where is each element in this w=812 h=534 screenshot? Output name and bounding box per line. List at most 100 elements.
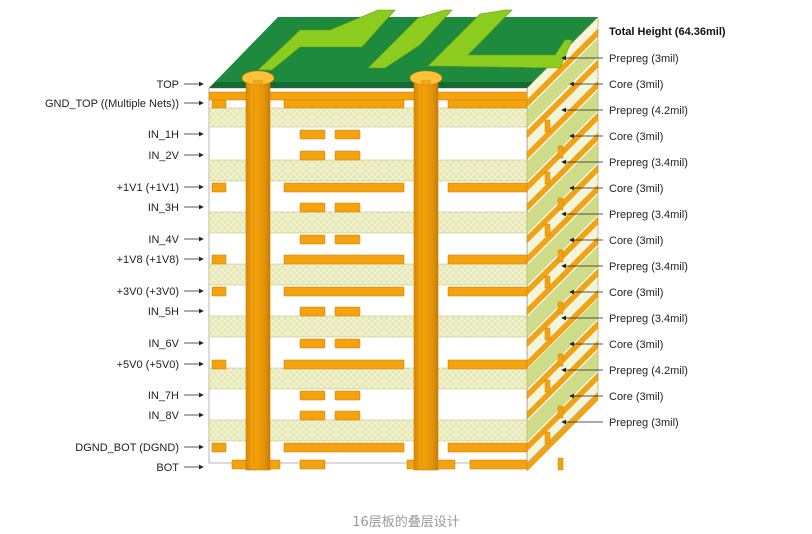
copper-pad (334, 390, 361, 401)
side-copper-3 (526, 80, 599, 160)
right-label-9: Core (3mil) (609, 287, 663, 299)
side-via-pad (557, 197, 564, 211)
green-trace-1 (367, 9, 453, 69)
left-label-4: +1V1 (+1V1) (117, 182, 179, 194)
via-hole-1 (421, 80, 431, 470)
copper-plane (447, 286, 528, 297)
copper-pad (299, 306, 326, 317)
copper-plane (447, 98, 528, 109)
side-via-pad (557, 301, 564, 315)
copper-pad (334, 202, 361, 213)
right-label-7: Core (3mil) (609, 235, 663, 247)
right-label-6: Prepreg (3.4mil) (609, 209, 688, 221)
left-label-5: IN_3H (148, 202, 179, 214)
side-via-pad (544, 171, 551, 185)
left-label-8: +3V0 (+3V0) (117, 286, 179, 298)
side-via-pad (557, 145, 564, 159)
copper-pad (334, 150, 361, 161)
right-label-2: Prepreg (4.2mil) (609, 105, 688, 117)
copper-pad (334, 234, 361, 245)
side-via-pad (544, 379, 551, 393)
copper-pad (299, 129, 326, 140)
copper-pad (299, 202, 326, 213)
copper-plane (447, 254, 528, 265)
copper-pad (299, 390, 326, 401)
copper-pad (334, 410, 361, 421)
left-label-7: +1V8 (+1V8) (117, 254, 179, 266)
copper-plane (283, 254, 405, 265)
copper-plane (447, 182, 528, 193)
copper-plane (283, 442, 405, 453)
right-label-3: Core (3mil) (609, 131, 663, 143)
side-via-pad (544, 327, 551, 341)
copper-pad (299, 338, 326, 349)
left-layer-labels: TOP GND_TOP ((Multiple Nets)) IN_1H IN_2V +1… (45, 79, 204, 474)
copper-pad (211, 182, 227, 193)
left-label-6: IN_4V (148, 234, 179, 246)
green-trace-2 (427, 9, 573, 69)
side-via-pad (544, 119, 551, 133)
copper-pad (334, 338, 361, 349)
board-top-edge (209, 82, 533, 88)
copper-pad (299, 150, 326, 161)
right-label-4: Prepreg (3.4mil) (609, 157, 688, 169)
right-label-5: Core (3mil) (609, 183, 663, 195)
copper-plane (283, 182, 405, 193)
green-trace-0 (257, 9, 396, 71)
side-via-pad (557, 457, 564, 471)
left-label-9: IN_5H (148, 306, 179, 318)
total-height-title: Total Height (64.36mil) (609, 26, 726, 38)
side-layers (526, 28, 599, 472)
left-label-10: IN_6V (148, 338, 179, 350)
via-hole-0 (253, 80, 263, 470)
copper-pad (299, 410, 326, 421)
copper-plane (283, 359, 405, 370)
side-copper-7 (526, 184, 599, 264)
left-label-11: +5V0 (+5V0) (117, 359, 179, 371)
right-label-0: Prepreg (3mil) (609, 53, 679, 65)
right-label-13: Core (3mil) (609, 391, 663, 403)
right-label-1: Core (3mil) (609, 79, 663, 91)
right-label-8: Prepreg (3.4mil) (609, 261, 688, 273)
side-copper-15 (526, 392, 599, 472)
copper-plane (283, 286, 405, 297)
side-copper-13 (526, 340, 599, 420)
right-label-12: Prepreg (4.2mil) (609, 365, 688, 377)
right-material-labels: Prepreg (3mil) Core (3mil) Prepreg (4.2mil… (561, 53, 688, 429)
left-label-15: BOT (156, 462, 179, 474)
right-label-14: Prepreg (3mil) (609, 417, 679, 429)
side-copper-1 (526, 28, 599, 108)
copper-pad (211, 359, 227, 370)
side-via-pad (557, 249, 564, 263)
copper-pad (299, 234, 326, 245)
side-via-pad (544, 275, 551, 289)
left-label-1: GND_TOP ((Multiple Nets)) (45, 98, 179, 110)
bottom-pad (469, 459, 528, 470)
side-via-pad (544, 223, 551, 237)
vias (241, 70, 443, 471)
copper-pad (211, 286, 227, 297)
left-label-0: TOP (157, 79, 179, 91)
top-traces (209, 9, 573, 88)
copper-pad (211, 98, 227, 109)
left-label-13: IN_8V (148, 410, 179, 422)
left-label-3: IN_2V (148, 150, 179, 162)
right-label-11: Core (3mil) (609, 339, 663, 351)
copper-plane (447, 442, 528, 453)
side-copper-9 (526, 236, 599, 316)
copper-pad (334, 306, 361, 317)
copper-pad (211, 442, 227, 453)
left-label-12: IN_7H (148, 390, 179, 402)
copper-plane (447, 359, 528, 370)
copper-plane (283, 98, 405, 109)
side-prepreg-0 (526, 38, 599, 128)
side-copper-5 (526, 132, 599, 212)
side-copper-11 (526, 289, 599, 369)
left-label-14: DGND_BOT (DGND) (75, 442, 179, 454)
side-via-pad (557, 353, 564, 367)
side-via-pad (544, 431, 551, 445)
bottom-pad (299, 459, 326, 470)
figure-caption: 16层板的叠层设计 (352, 515, 460, 530)
left-label-2: IN_1H (148, 129, 179, 141)
